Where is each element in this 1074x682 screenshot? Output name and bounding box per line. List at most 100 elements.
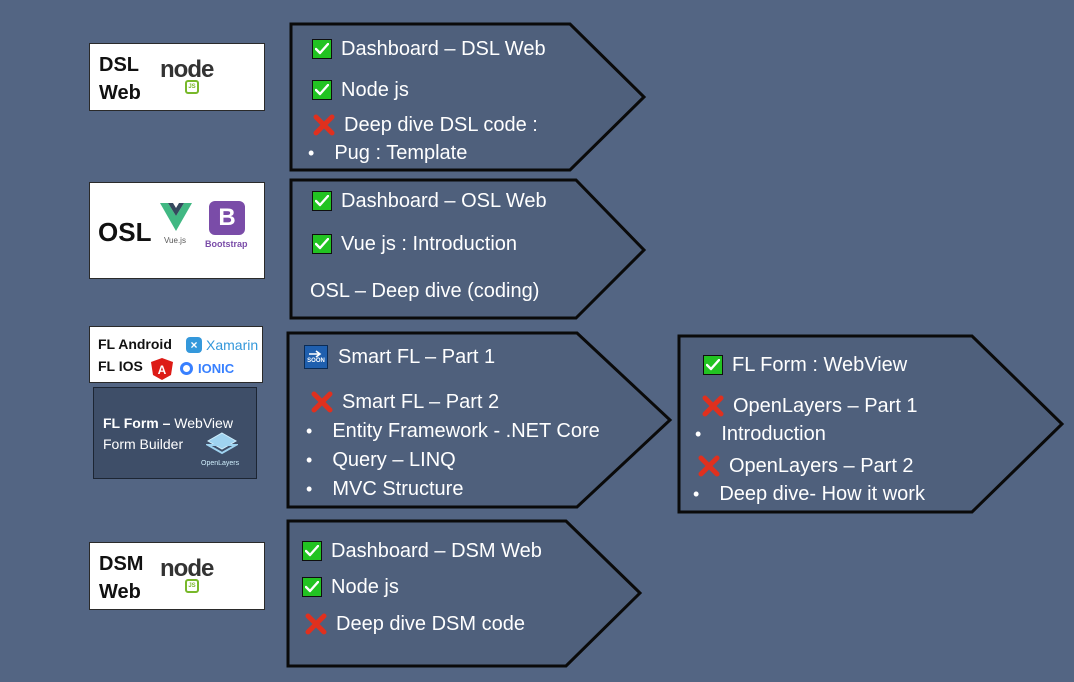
- fl-item-2: •Entity Framework - .NET Core: [306, 419, 600, 443]
- nodejs-logo-word: node: [160, 555, 214, 582]
- fl-label-box: FL Android FL IOS × Xamarin A IONIC: [89, 326, 263, 383]
- angular-logo-icon: A: [151, 358, 173, 380]
- flform-item-text: FL Form : WebView: [732, 354, 908, 376]
- dsl-item-0: Dashboard – DSL Web: [312, 37, 546, 61]
- soon-icon: SOON: [304, 345, 328, 369]
- fl-item-text: Smart FL – Part 2: [342, 391, 500, 413]
- nodejs-logo-word: node: [160, 56, 214, 83]
- arrow-shape-osl: [289, 178, 647, 320]
- flform-item-3: OpenLayers – Part 2: [697, 454, 914, 478]
- flform-item-text: OpenLayers – Part 1: [733, 395, 918, 417]
- fl-form-title-rest: WebView: [170, 415, 233, 431]
- fl-form-title: FL Form – WebView: [103, 415, 233, 431]
- xamarin-icon: ×: [186, 337, 202, 353]
- nodejs-logo: node JS: [160, 56, 230, 96]
- dsl-label-line2: Web: [99, 82, 141, 104]
- osl-item-text: Dashboard – OSL Web: [341, 190, 547, 212]
- nodejs-badge: JS: [188, 84, 196, 90]
- openlayers-logo-icon: [206, 432, 238, 455]
- dsm-item-text: Deep dive DSM code: [336, 613, 525, 635]
- arrow-shape-dsm: [286, 519, 643, 668]
- osl-label-box: OSL Vue.js B Bootstrap: [89, 182, 265, 279]
- fl-form-line2: Form Builder: [103, 436, 184, 452]
- fl-item-text: Smart FL – Part 1: [338, 346, 496, 368]
- fl-item-0: SOON Smart FL – Part 1: [304, 345, 495, 369]
- dsl-item-text: Deep dive DSL code :: [344, 114, 538, 136]
- check-icon: [312, 39, 332, 59]
- fl-form-title-bold: FL Form –: [103, 415, 171, 431]
- svg-text:A: A: [158, 363, 167, 377]
- nodejs-hex-icon: JS: [185, 579, 199, 593]
- dsm-item-0: Dashboard – DSM Web: [302, 539, 542, 563]
- bullet-marker: •: [693, 484, 700, 504]
- xamarin-caption: Xamarin: [206, 337, 259, 353]
- osl-item-text: Vue js : Introduction: [341, 233, 518, 255]
- cross-icon: [311, 391, 333, 413]
- flform-item-4: • Deep dive- How it work: [693, 482, 925, 506]
- dsl-item-3: • Pug : Template: [308, 141, 467, 165]
- arrow-shape-fl: [286, 331, 673, 509]
- openlayers-caption: OpenLayers: [201, 460, 240, 467]
- fl-item-3: • Query – LINQ: [306, 448, 456, 472]
- check-icon: [302, 577, 322, 597]
- check-icon: [302, 541, 322, 561]
- dsm-item-text: Node js: [331, 576, 399, 598]
- fl-item-text: Entity Framework - .NET Core: [332, 420, 600, 442]
- nodejs-badge: JS: [188, 583, 196, 589]
- dsm-label-line1: DSM: [99, 553, 144, 575]
- vue-caption: Vue.js: [164, 236, 186, 245]
- bullet-marker: •: [695, 424, 702, 444]
- cross-icon: [702, 395, 724, 417]
- ionic-logo-icon: [180, 362, 193, 375]
- nodejs-hex-icon: JS: [185, 80, 199, 94]
- dsl-item-text: Node js: [341, 79, 409, 101]
- fl-item-1: Smart FL – Part 2: [310, 390, 499, 414]
- check-icon: [312, 191, 332, 211]
- osl-item-1: Vue js : Introduction: [312, 232, 517, 256]
- fl-item-text: MVC Structure: [332, 478, 464, 500]
- dsm-label-box: DSM Web node JS: [89, 542, 265, 610]
- dsl-label-line1: DSL: [99, 54, 139, 76]
- flform-item-2: • Introduction: [695, 422, 826, 446]
- arrow-shape-dsl: [289, 22, 647, 172]
- bootstrap-logo-icon: B: [209, 201, 245, 235]
- fl-item-text: Query – LINQ: [332, 449, 456, 471]
- check-icon: [312, 234, 332, 254]
- cross-icon: [313, 114, 335, 136]
- flform-item-text: Introduction: [721, 423, 826, 445]
- cross-icon: [305, 613, 327, 635]
- fl-android-label: FL Android: [98, 336, 172, 352]
- flform-item-1: OpenLayers – Part 1: [701, 394, 918, 418]
- bullet-marker: •: [308, 143, 315, 163]
- flform-item-0: FL Form : WebView: [703, 353, 907, 377]
- osl-item-text: OSL – Deep dive (coding): [310, 280, 540, 302]
- dsm-item-text: Dashboard – DSM Web: [331, 540, 542, 562]
- bootstrap-letter: B: [218, 204, 236, 231]
- dsm-label-line2: Web: [99, 581, 141, 603]
- check-icon: [312, 80, 332, 100]
- dsm-item-2: Deep dive DSM code: [304, 612, 525, 636]
- dsl-item-text: Dashboard – DSL Web: [341, 38, 546, 60]
- dsl-item-text: Pug : Template: [334, 142, 468, 164]
- bootstrap-caption: Bootstrap: [205, 239, 248, 249]
- osl-item-0: Dashboard – OSL Web: [312, 189, 547, 213]
- fl-ios-label: FL IOS: [98, 358, 143, 374]
- osl-label: OSL: [98, 217, 152, 247]
- dsm-item-1: Node js: [302, 575, 399, 599]
- check-icon: [703, 355, 723, 375]
- bullet-marker: •: [306, 479, 313, 499]
- fl-form-label-box: FL Form – WebView Form Builder OpenLayer…: [93, 387, 257, 479]
- fl-item-4: • MVC Structure: [306, 477, 463, 501]
- osl-item-2: OSL – Deep dive (coding): [310, 279, 539, 303]
- flform-item-text: OpenLayers – Part 2: [729, 455, 914, 477]
- nodejs-logo: node JS: [160, 555, 230, 595]
- cross-icon: [698, 455, 720, 477]
- dsl-item-1: Node js: [312, 78, 409, 102]
- flform-item-text: Deep dive- How it work: [719, 483, 925, 505]
- vue-logo-icon: [160, 203, 192, 231]
- ionic-caption: IONIC: [198, 361, 235, 376]
- dsl-label-box: DSL Web node JS: [89, 43, 265, 111]
- bullet-marker: •: [306, 450, 313, 470]
- dsl-item-2: Deep dive DSL code :: [312, 113, 538, 137]
